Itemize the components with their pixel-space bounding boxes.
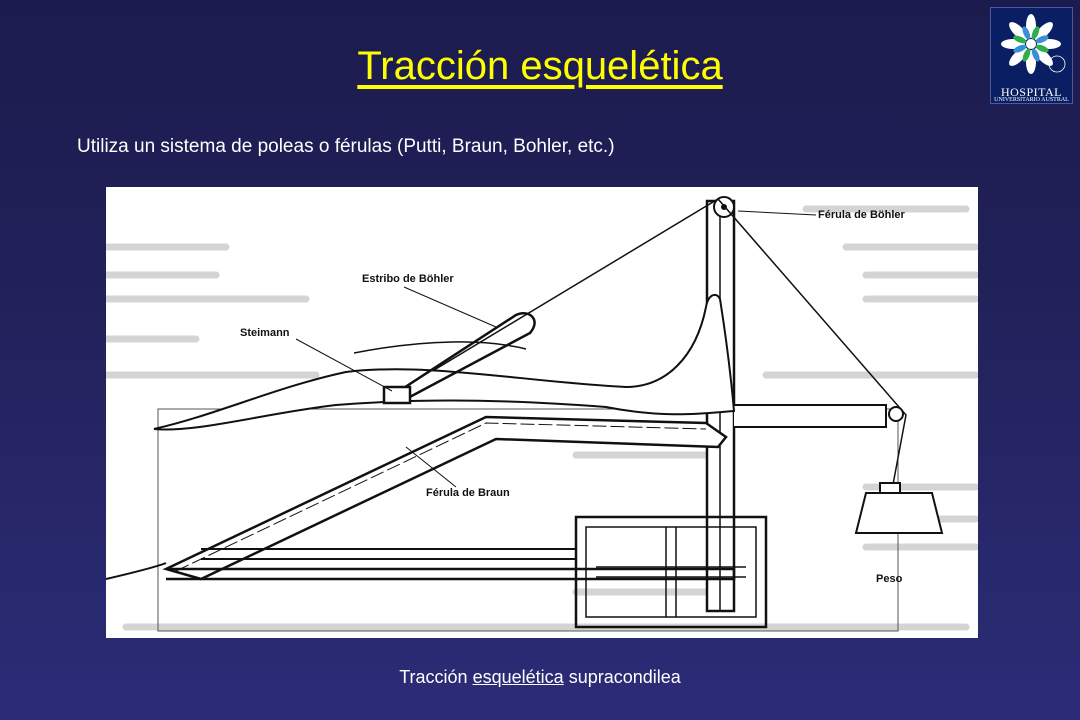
figure-caption: Tracción esquelética supracondilea	[0, 667, 1080, 688]
caption-part2: esquelética	[472, 667, 564, 687]
label-ferula-braun: Férula de Braun	[426, 487, 510, 499]
logo-name: HOSPITAL	[1000, 85, 1063, 99]
caption-part1: Tracción	[399, 667, 468, 687]
caption-part3: supracondilea	[568, 667, 681, 687]
label-estribo-bohler: Estribo de Böhler	[362, 273, 454, 285]
label-steimann: Steimann	[240, 327, 290, 339]
flower-logo-icon	[1001, 14, 1066, 74]
logo-subname: UNIVERSITARIO AUSTRAL	[994, 97, 1069, 103]
label-ferula-bohler: Férula de Böhler	[818, 209, 905, 221]
label-peso: Peso	[876, 573, 903, 585]
traction-illustration: Férula de Böhler Estribo de Böhler Steim…	[106, 187, 978, 638]
slide-title: Tracción esquelética	[357, 44, 723, 88]
traction-diagram	[106, 196, 978, 632]
hospital-logo: HOSPITAL UNIVERSITARIO AUSTRAL	[990, 7, 1073, 104]
slide-subtitle: Utiliza un sistema de poleas o férulas (…	[77, 136, 615, 157]
